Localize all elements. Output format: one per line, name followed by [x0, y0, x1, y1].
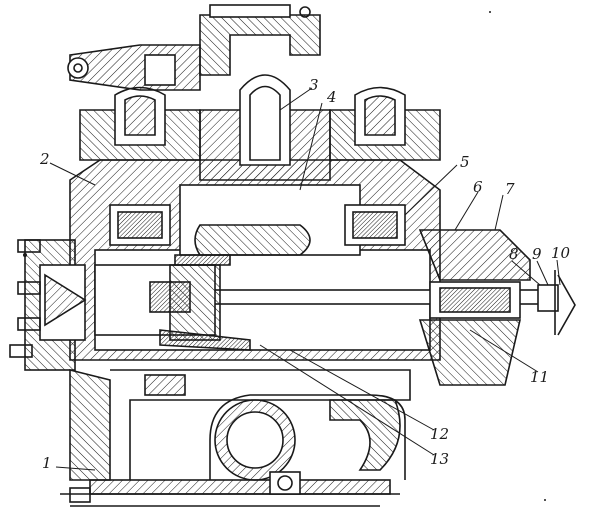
callout-9: 9 — [532, 245, 542, 263]
callout-3: 3 — [309, 76, 319, 94]
callout-1: 1 — [42, 454, 52, 472]
callout-8: 8 — [509, 245, 519, 263]
callout-13: 13 — [430, 450, 450, 468]
callout-4: 4 — [327, 88, 337, 106]
callout-11: 11 — [530, 368, 550, 386]
callout-5: 5 — [460, 153, 470, 171]
callout-6: 6 — [473, 178, 483, 196]
elbow-pipe — [209, 394, 406, 480]
gland-housing — [418, 229, 531, 281]
callout-7: 7 — [505, 180, 515, 198]
inlet-pipe — [69, 44, 201, 91]
top-fitting — [199, 14, 321, 76]
packing-sleeve — [159, 329, 251, 351]
callout-2: 2 — [40, 150, 50, 168]
base-plate — [89, 479, 391, 495]
support-bracket — [69, 368, 111, 481]
callout-10: 10 — [551, 244, 571, 262]
callout-12: 12 — [430, 425, 450, 443]
